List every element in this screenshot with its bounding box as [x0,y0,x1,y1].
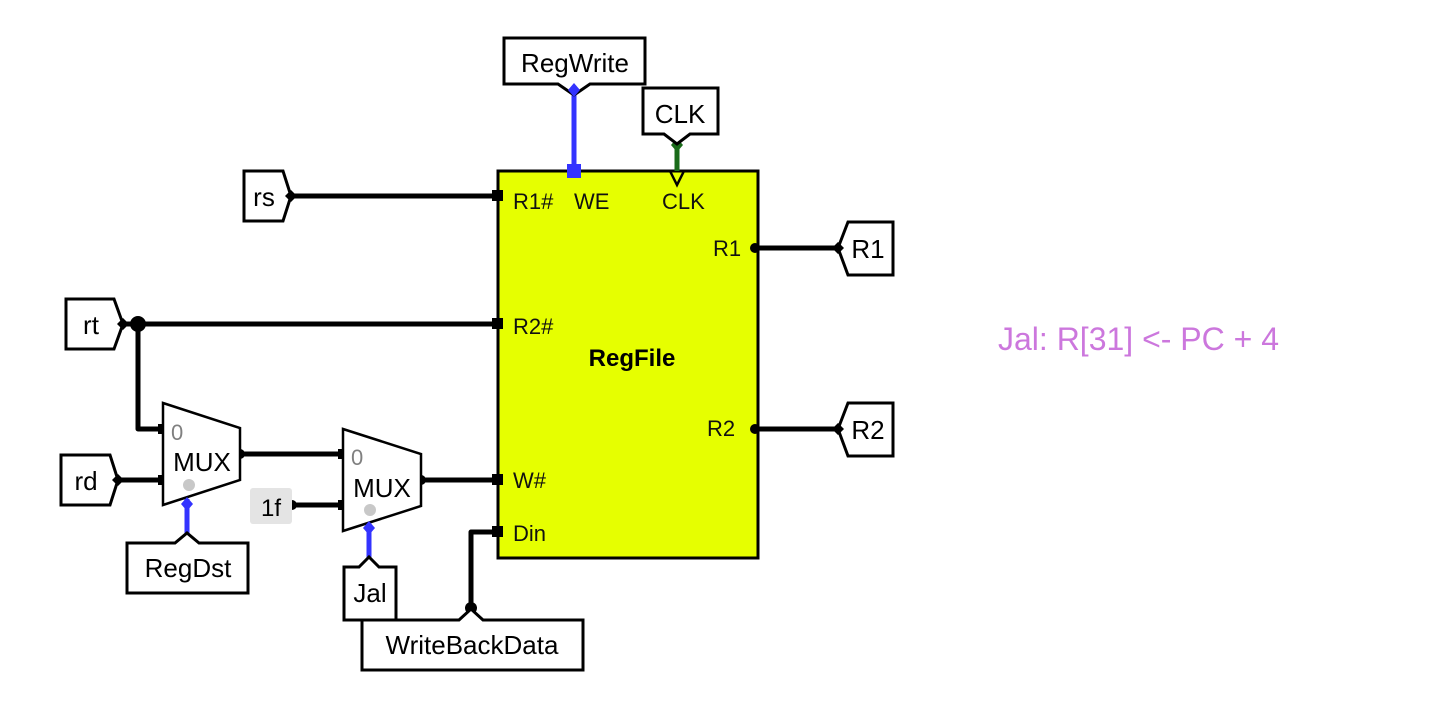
tunnel-clk-label: CLK [655,99,706,129]
node-din [492,526,503,537]
node-r2 [832,423,844,435]
tunnel-rs[interactable] [242,169,293,223]
tunnel-writebackdata[interactable] [360,606,585,672]
tunnel-r2-label: R2 [851,415,884,445]
tunnel-regdst[interactable] [125,531,250,595]
pin-label-r2-num: R2# [513,314,554,339]
pin-label-r1-num: R1# [513,189,554,214]
mux1-select-dot [183,479,195,491]
mux2-label: MUX [353,473,411,503]
pin-label-clk: CLK [662,189,705,214]
tunnel-jal-label: Jal [353,578,386,608]
node-rs [285,190,297,202]
node-we [567,164,581,178]
mux1-label: MUX [173,447,231,477]
node-r2-out [750,424,760,434]
pin-label-r2: R2 [707,416,735,441]
tunnel-writebackdata-label: WriteBackData [386,630,559,660]
tunnel-regwrite-label: RegWrite [521,48,629,78]
mux2-input0-label: 0 [351,445,363,470]
constant-value: 1f [261,495,281,522]
mux2-body[interactable] [341,427,423,533]
pin-label-we: WE [574,189,609,214]
tunnel-rt[interactable] [64,297,125,351]
tunnel-regdst-label: RegDst [145,553,232,583]
node-r1 [832,242,844,254]
node-rd [112,474,124,486]
tunnel-rd[interactable] [59,453,120,507]
tunnel-jal[interactable] [342,554,398,622]
wire-din [468,529,501,611]
pin-label-r1: R1 [713,236,741,261]
tunnel-r2[interactable] [836,401,895,458]
constant-box[interactable] [250,488,292,524]
regfile-title: RegFile [589,345,676,372]
node-rt [117,318,129,330]
mux1-body[interactable] [161,401,242,507]
node-clk-triangle [668,170,686,188]
pin-label-w-num: W# [513,468,547,493]
pin-label-din: Din [513,521,546,546]
wire-rt-branch [135,321,166,432]
tunnel-rd-label: rd [74,466,97,496]
mux1-input0-label: 0 [171,420,183,445]
tunnel-r1-label: R1 [851,234,884,264]
wires [115,193,841,611]
mux2-select-node [363,521,375,535]
mux2-select-dot [364,504,376,516]
tunnel-r1[interactable] [836,220,895,277]
node-r1-num [492,190,503,201]
regfile-block[interactable] [496,169,760,560]
tunnel-clk[interactable] [641,86,720,146]
node-w-num [492,474,503,485]
node-r2-num [492,318,503,329]
node-regwrite [568,83,580,97]
tunnel-rt-label: rt [83,310,100,340]
node-r1-out [750,243,760,253]
annotation-text: Jal: R[31] <- PC + 4 [998,321,1279,357]
junction-rt [130,316,146,332]
tunnel-regwrite[interactable] [502,36,647,97]
tunnel-rs-label: rs [253,182,275,212]
mux1-select-node [181,497,193,511]
